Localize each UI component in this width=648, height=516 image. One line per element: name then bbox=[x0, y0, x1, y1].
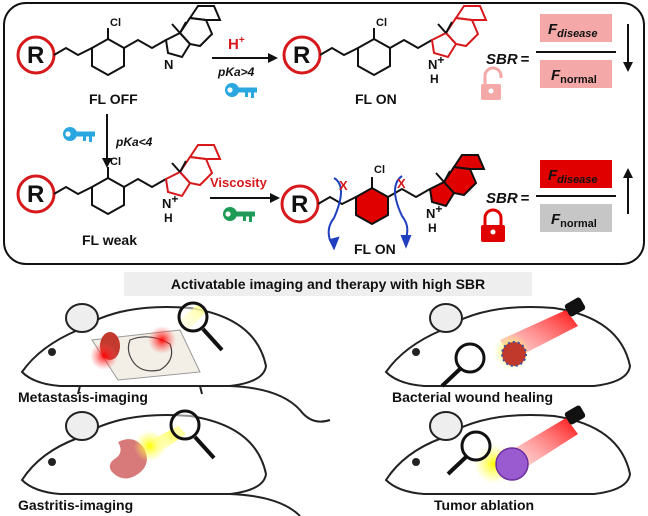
gastritis-label: Gastritis-imaging bbox=[18, 497, 133, 513]
fl-on-top-h: H bbox=[430, 72, 439, 86]
banner-box bbox=[124, 272, 532, 296]
fl-weak-cl: Cl bbox=[110, 156, 121, 168]
tumor-label: Tumor ablation bbox=[434, 497, 534, 513]
molecule-fl-on-top bbox=[282, 5, 488, 77]
sbr-bottom-disease-text: Fdisease bbox=[548, 167, 598, 186]
viscosity-arrow bbox=[210, 193, 280, 203]
rotation-block-mark: X bbox=[339, 178, 348, 193]
sbr-bottom-label: SBR= bbox=[486, 190, 530, 207]
fl-on-bottom-label: FL ON bbox=[354, 241, 396, 257]
rotation-arrows bbox=[327, 175, 412, 251]
bacterial-label: Bacterial wound healing bbox=[392, 389, 553, 405]
sbr-top-disease-text: Fdisease bbox=[548, 21, 598, 40]
magnifying-glass-icon bbox=[440, 342, 486, 388]
sbr-bottom-disease-box bbox=[540, 160, 612, 188]
fl-weak-n: N+ bbox=[162, 192, 178, 211]
banner-text: Activatable imaging and therapy with hig… bbox=[171, 276, 485, 292]
pka-lt-label: pKa<4 bbox=[115, 135, 153, 149]
molecule-fl-on-bottom bbox=[280, 154, 486, 226]
rotation-block-mark: X bbox=[397, 176, 406, 191]
fl-off-n: N bbox=[164, 57, 173, 72]
magnifying-glass-icon bbox=[446, 430, 492, 476]
sbr-top-normal-text: Fnormal bbox=[551, 67, 597, 86]
fl-weak-r: R bbox=[27, 181, 44, 208]
fl-on-bottom-n: N+ bbox=[426, 202, 442, 221]
metastasis-label: Metastasis-imaging bbox=[18, 389, 148, 405]
fl-on-bottom-cl: Cl bbox=[374, 164, 385, 176]
sbr-top-disease-box bbox=[540, 14, 612, 42]
fl-on-top-n: N+ bbox=[428, 53, 444, 72]
molecule-fl-weak bbox=[16, 144, 222, 216]
fl-weak-label: FL weak bbox=[82, 232, 137, 248]
locked-padlock-icon bbox=[481, 208, 505, 242]
unlocked-padlock-icon bbox=[481, 66, 503, 100]
tumor-icon bbox=[495, 447, 529, 481]
down-arrow-icon bbox=[623, 24, 633, 72]
sbr-bottom-normal-box bbox=[540, 204, 612, 232]
viscosity-label: Viscosity bbox=[210, 175, 268, 190]
fl-weak-h: H bbox=[164, 211, 173, 225]
laser-icon bbox=[564, 405, 586, 425]
tumor-glow bbox=[148, 326, 176, 354]
fl-off-cl: Cl bbox=[110, 17, 121, 29]
fl-on-bottom-r: R bbox=[291, 191, 308, 218]
sbr-top-label: SBR= bbox=[486, 51, 530, 68]
laser-icon bbox=[564, 297, 586, 317]
fl-off-label: FL OFF bbox=[89, 91, 138, 107]
h-plus-label: H+ bbox=[228, 35, 245, 53]
fl-on-top-label: FL ON bbox=[355, 91, 397, 107]
fl-on-bottom-h: H bbox=[428, 221, 437, 235]
scheme-panel bbox=[3, 2, 645, 265]
molecule-fl-off bbox=[16, 5, 222, 77]
sbr-bottom-normal-text: Fnormal bbox=[551, 211, 597, 230]
protonation-arrow bbox=[212, 53, 278, 63]
pka-gt-label: pKa>4 bbox=[217, 65, 255, 79]
laser-beam bbox=[512, 418, 578, 470]
fl-on-top-cl: Cl bbox=[376, 17, 387, 29]
magnifying-glass-icon bbox=[169, 409, 216, 460]
tumor-glow bbox=[90, 342, 118, 370]
sbr-top-normal-box bbox=[540, 60, 612, 88]
fl-on-top-r: R bbox=[293, 42, 310, 69]
magnifying-glass-icon bbox=[177, 301, 224, 352]
pka-arrow bbox=[102, 114, 112, 168]
bacterium-icon bbox=[501, 341, 527, 367]
up-arrow-icon bbox=[623, 168, 633, 214]
fl-off-r: R bbox=[27, 42, 44, 69]
